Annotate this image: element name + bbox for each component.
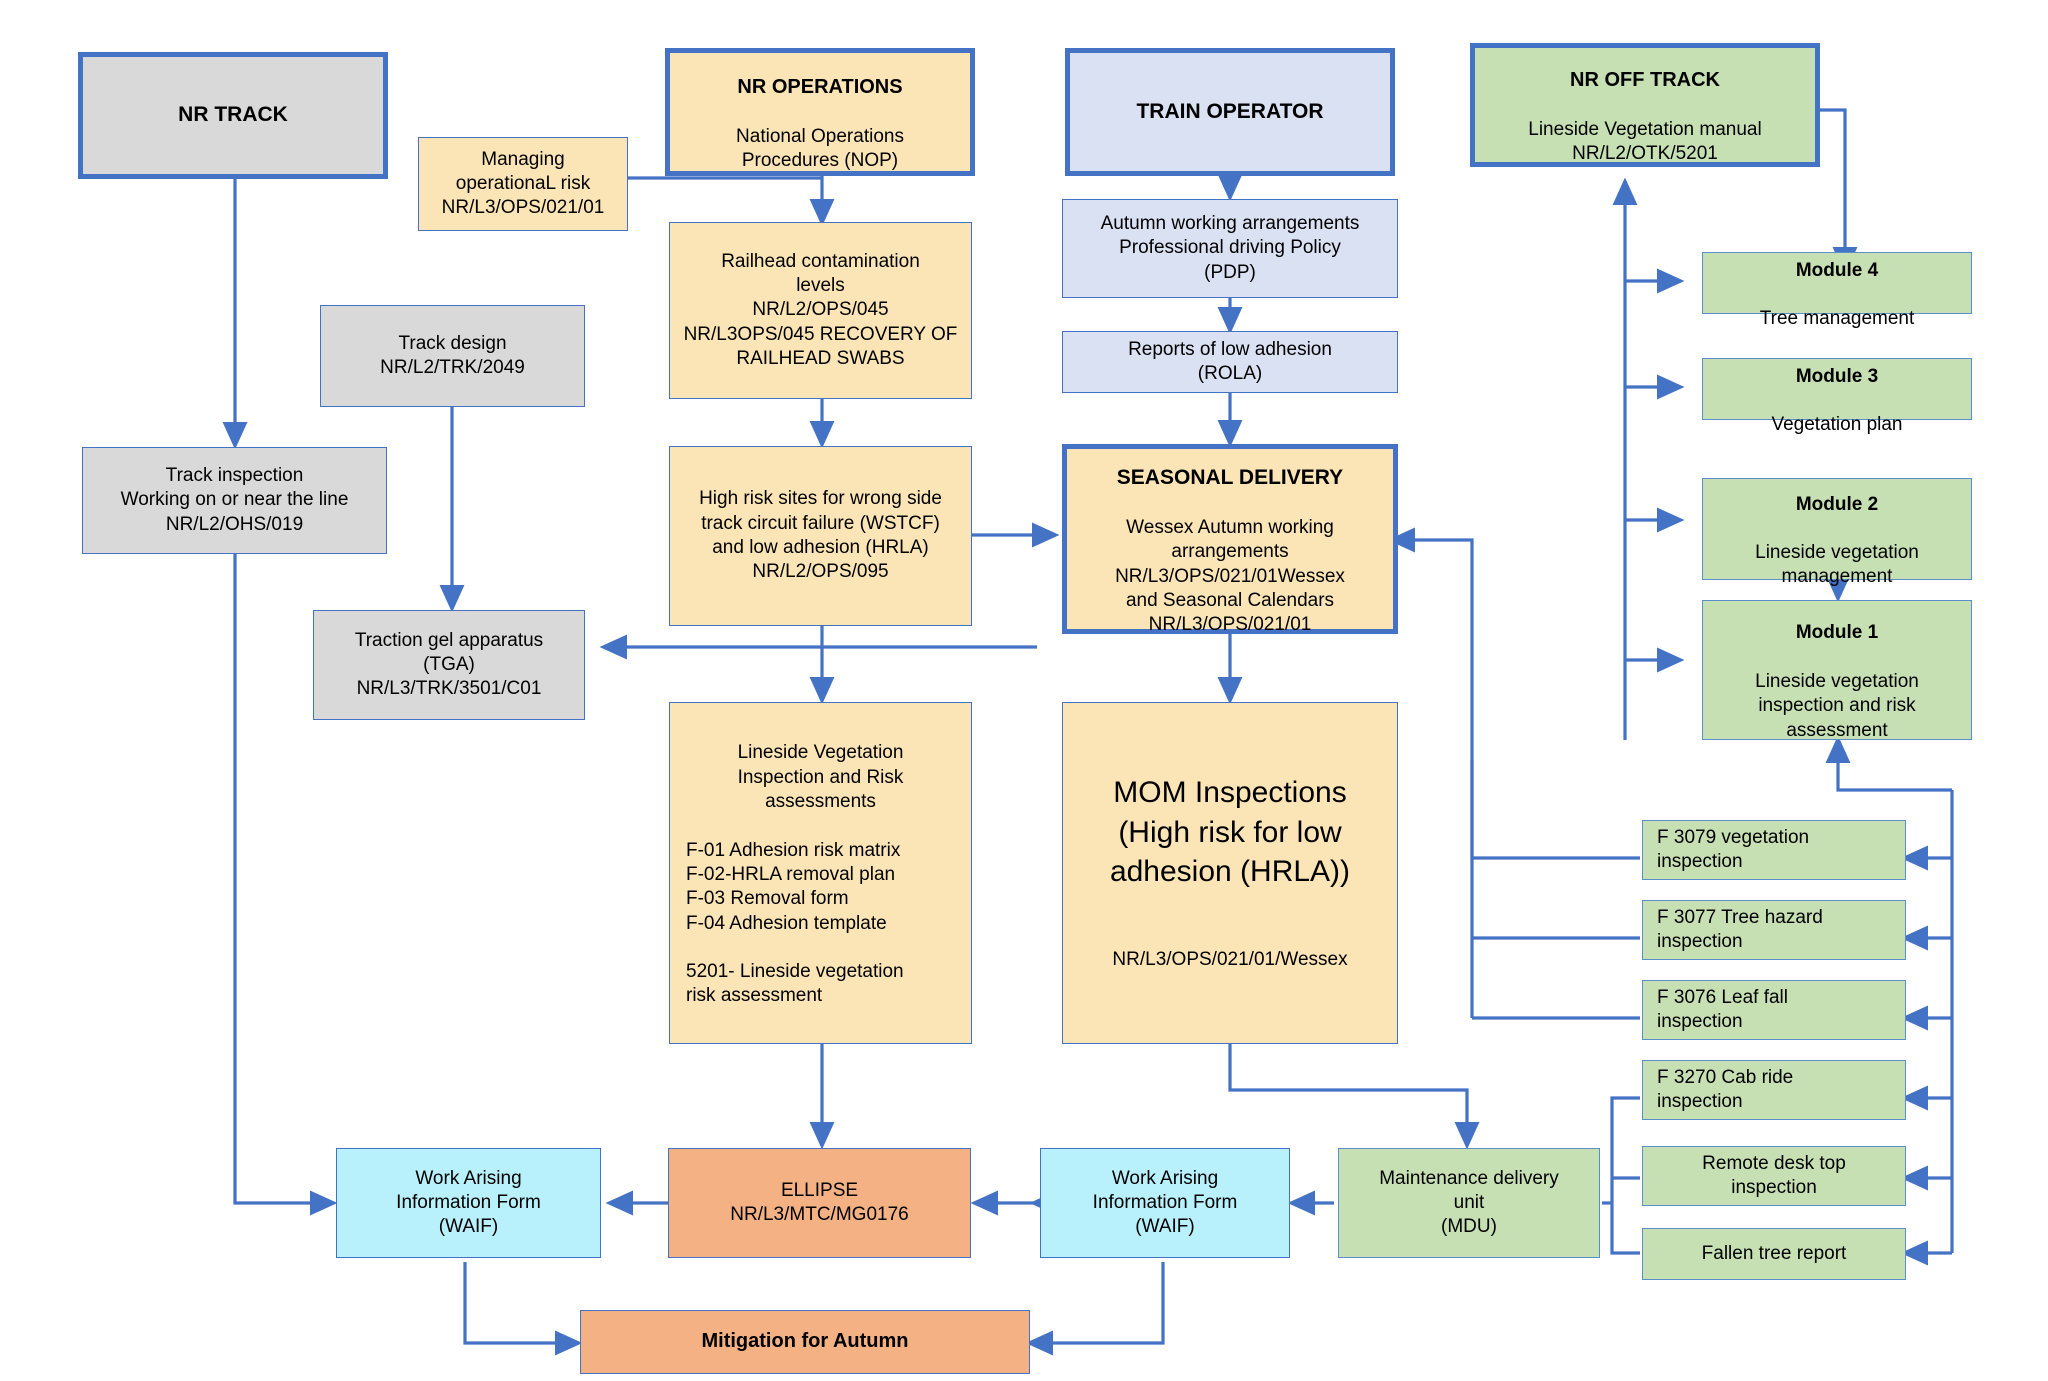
node-autumn-working-arrangements-body: Autumn working arrangements Professional… bbox=[1100, 213, 1360, 283]
node-traction-gel-apparatus-body: Traction gel apparatus (TGA) NR/L3/TRK/3… bbox=[354, 629, 544, 700]
node-f3076-body: F 3076 Leaf fall inspection bbox=[1657, 986, 1788, 1032]
node-module-2-body: Lineside vegetation management bbox=[1755, 542, 1919, 588]
node-waif-left-body: Work Arising Information Form (WAIF) bbox=[396, 1167, 541, 1238]
node-module-2-title: Module 2 bbox=[1795, 493, 1879, 515]
node-f3079-body: F 3079 vegetation inspection bbox=[1657, 826, 1810, 872]
node-managing-operational-risk-body: Managing operationaL risk NR/L3/OPS/021/… bbox=[441, 148, 605, 219]
node-nr-operations-title: NR OPERATIONS bbox=[737, 75, 903, 98]
node-module-1[interactable]: Module 1 Lineside vegetation inspection … bbox=[1702, 600, 1972, 741]
node-f3270-body: F 3270 Cab ride inspection bbox=[1657, 1066, 1794, 1112]
node-nr-operations-body: National Operations Procedures (NOP) bbox=[736, 125, 904, 172]
node-f3076-leaf-fall-inspection[interactable]: F 3076 Leaf fall inspection bbox=[1642, 980, 1906, 1040]
node-nr-track[interactable]: NR TRACK bbox=[78, 52, 388, 179]
node-waif-right[interactable]: Work Arising Information Form (WAIF) bbox=[1040, 1148, 1290, 1258]
node-module-4-title: Module 4 bbox=[1795, 259, 1879, 281]
node-mom-inspections-reference: NR/L3/OPS/021/01/Wessex bbox=[1112, 949, 1348, 971]
wire-fallentree-out bbox=[1610, 1203, 1640, 1255]
node-track-inspection-body: Track inspection Working on or near the … bbox=[120, 465, 349, 535]
node-waif-left[interactable]: Work Arising Information Form (WAIF) bbox=[336, 1148, 601, 1258]
node-ellipse[interactable]: ELLIPSE NR/L3/MTC/MG0176 bbox=[668, 1148, 971, 1258]
node-high-risk-sites-body: High risk sites for wrong side track cir… bbox=[699, 488, 942, 583]
node-ellipse-body: ELLIPSE NR/L3/MTC/MG0176 bbox=[730, 1179, 909, 1225]
node-mom-inspections-heading: MOM Inspections (High risk for low adhes… bbox=[1109, 776, 1351, 889]
node-nr-off-track[interactable]: NR OFF TRACK Lineside Vegetation manual … bbox=[1470, 43, 1820, 167]
node-mitigation-title: Mitigation for Autumn bbox=[701, 1330, 909, 1353]
node-f3079-vegetation-inspection[interactable]: F 3079 vegetation inspection bbox=[1642, 820, 1906, 880]
node-module-1-body: Lineside vegetation inspection and risk … bbox=[1755, 671, 1919, 741]
node-managing-operational-risk[interactable]: Managing operationaL risk NR/L3/OPS/021/… bbox=[418, 137, 628, 231]
node-lineside-vegetation-inspection[interactable]: Lineside Vegetation Inspection and Risk … bbox=[669, 702, 972, 1044]
node-nr-off-track-body: Lineside Vegetation manual NR/L2/OTK/520… bbox=[1528, 118, 1762, 165]
wire-mom-mdu bbox=[1228, 1044, 1480, 1150]
node-remote-desk-top-inspection[interactable]: Remote desk top inspection bbox=[1642, 1146, 1906, 1206]
node-maintenance-delivery-unit[interactable]: Maintenance delivery unit (MDU) bbox=[1338, 1148, 1600, 1258]
wire-waifleft-mitigation bbox=[463, 1262, 583, 1356]
node-reports-of-low-adhesion-body: Reports of low adhesion (ROLA) bbox=[1128, 338, 1332, 384]
node-track-design[interactable]: Track design NR/L2/TRK/2049 bbox=[320, 305, 585, 407]
node-seasonal-delivery-body: Wessex Autumn working arrangements NR/L3… bbox=[1115, 516, 1345, 636]
node-mom-inspections[interactable]: MOM Inspections (High risk for low adhes… bbox=[1062, 702, 1398, 1044]
node-module-3[interactable]: Module 3 Vegetation plan bbox=[1702, 358, 1972, 435]
node-module-3-body: Vegetation plan bbox=[1771, 414, 1903, 436]
node-nr-off-track-title: NR OFF TRACK bbox=[1570, 68, 1720, 91]
node-f3077-body: F 3077 Tree hazard inspection bbox=[1657, 906, 1823, 952]
node-lineside-vegetation-inspection-heading: Lineside Vegetation Inspection and Risk … bbox=[737, 742, 904, 812]
node-module-4[interactable]: Module 4 Tree management bbox=[1702, 252, 1972, 329]
node-reports-of-low-adhesion[interactable]: Reports of low adhesion (ROLA) bbox=[1062, 331, 1398, 393]
node-track-design-body: Track design NR/L2/TRK/2049 bbox=[380, 332, 525, 378]
wire-waifright-mitigation bbox=[1025, 1262, 1165, 1356]
wire-f3079-out bbox=[1470, 760, 1640, 860]
node-module-1-title: Module 1 bbox=[1795, 622, 1879, 644]
node-traction-gel-apparatus[interactable]: Traction gel apparatus (TGA) NR/L3/TRK/3… bbox=[313, 610, 585, 720]
node-mdu-body: Maintenance delivery unit (MDU) bbox=[1379, 1167, 1559, 1238]
node-autumn-working-arrangements[interactable]: Autumn working arrangements Professional… bbox=[1062, 199, 1398, 298]
wire-collector-module1 bbox=[1825, 735, 1952, 792]
node-track-inspection[interactable]: Track inspection Working on or near the … bbox=[82, 447, 387, 554]
node-train-operator-title: TRAIN OPERATOR bbox=[1136, 99, 1324, 123]
node-fallen-tree-body: Fallen tree report bbox=[1701, 1242, 1847, 1264]
node-module-4-body: Tree management bbox=[1759, 308, 1915, 330]
wire-f3270-out bbox=[1610, 1096, 1640, 1203]
node-module-2[interactable]: Module 2 Lineside vegetation management bbox=[1702, 478, 1972, 587]
node-fallen-tree-report[interactable]: Fallen tree report bbox=[1642, 1228, 1906, 1280]
node-railhead-contamination-body: Railhead contamination levels NR/L2/OPS/… bbox=[683, 250, 958, 369]
wire-riser-seasonal bbox=[1387, 527, 1474, 760]
node-f3270-cab-ride-inspection[interactable]: F 3270 Cab ride inspection bbox=[1642, 1060, 1906, 1120]
node-f3077-tree-hazard-inspection[interactable]: F 3077 Tree hazard inspection bbox=[1642, 900, 1906, 960]
node-remote-desktop-body: Remote desk top inspection bbox=[1702, 1152, 1846, 1198]
node-train-operator[interactable]: TRAIN OPERATOR bbox=[1065, 48, 1395, 176]
node-lineside-vegetation-inspection-forms: F-01 Adhesion risk matrix F-02-HRLA remo… bbox=[686, 839, 904, 1007]
node-mitigation-for-autumn[interactable]: Mitigation for Autumn bbox=[580, 1310, 1030, 1374]
node-waif-right-body: Work Arising Information Form (WAIF) bbox=[1092, 1167, 1238, 1238]
node-railhead-contamination[interactable]: Railhead contamination levels NR/L2/OPS/… bbox=[669, 222, 972, 399]
node-nr-operations[interactable]: NR OPERATIONS National Operations Proced… bbox=[665, 48, 975, 176]
node-high-risk-sites[interactable]: High risk sites for wrong side track cir… bbox=[669, 446, 972, 626]
node-nr-track-title: NR TRACK bbox=[178, 103, 288, 127]
node-seasonal-delivery[interactable]: SEASONAL DELIVERY Wessex Autumn working … bbox=[1062, 444, 1398, 636]
node-seasonal-delivery-title: SEASONAL DELIVERY bbox=[1116, 465, 1344, 489]
node-module-3-title: Module 3 bbox=[1795, 365, 1879, 387]
